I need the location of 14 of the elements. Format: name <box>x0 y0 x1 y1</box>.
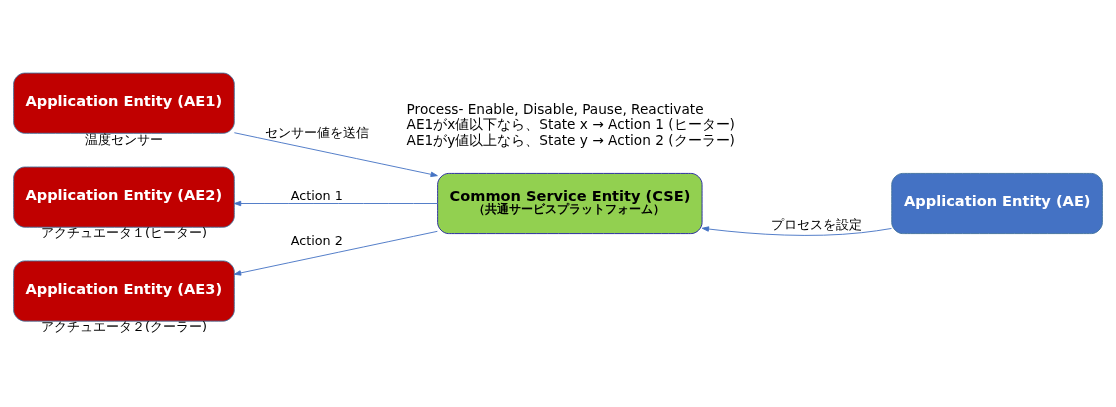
label: AE1がy値以上なら、State y → Action 2 (クーラー) <box>406 131 735 148</box>
label: AE1がx値以下なら、State x → Action 1 (ヒーター) <box>406 116 735 133</box>
node-label: 温度センサー <box>84 131 163 147</box>
edge-label: センサー値を送信 <box>264 125 369 141</box>
edge-label: Action 1 <box>290 188 343 204</box>
label: Process- Enable, Disable, Pause, Reactivate <box>406 100 704 117</box>
node-label: アクチュエータ２(クーラー) <box>40 319 207 335</box>
edge-label: プロセスを設定 <box>770 217 862 233</box>
edge-label: Action 2 <box>290 232 343 248</box>
arrow <box>233 200 438 207</box>
arrow <box>233 230 438 276</box>
arrow <box>701 226 892 236</box>
arrow <box>233 132 438 177</box>
node-label: アクチュエータ１(ヒーター) <box>40 225 207 241</box>
